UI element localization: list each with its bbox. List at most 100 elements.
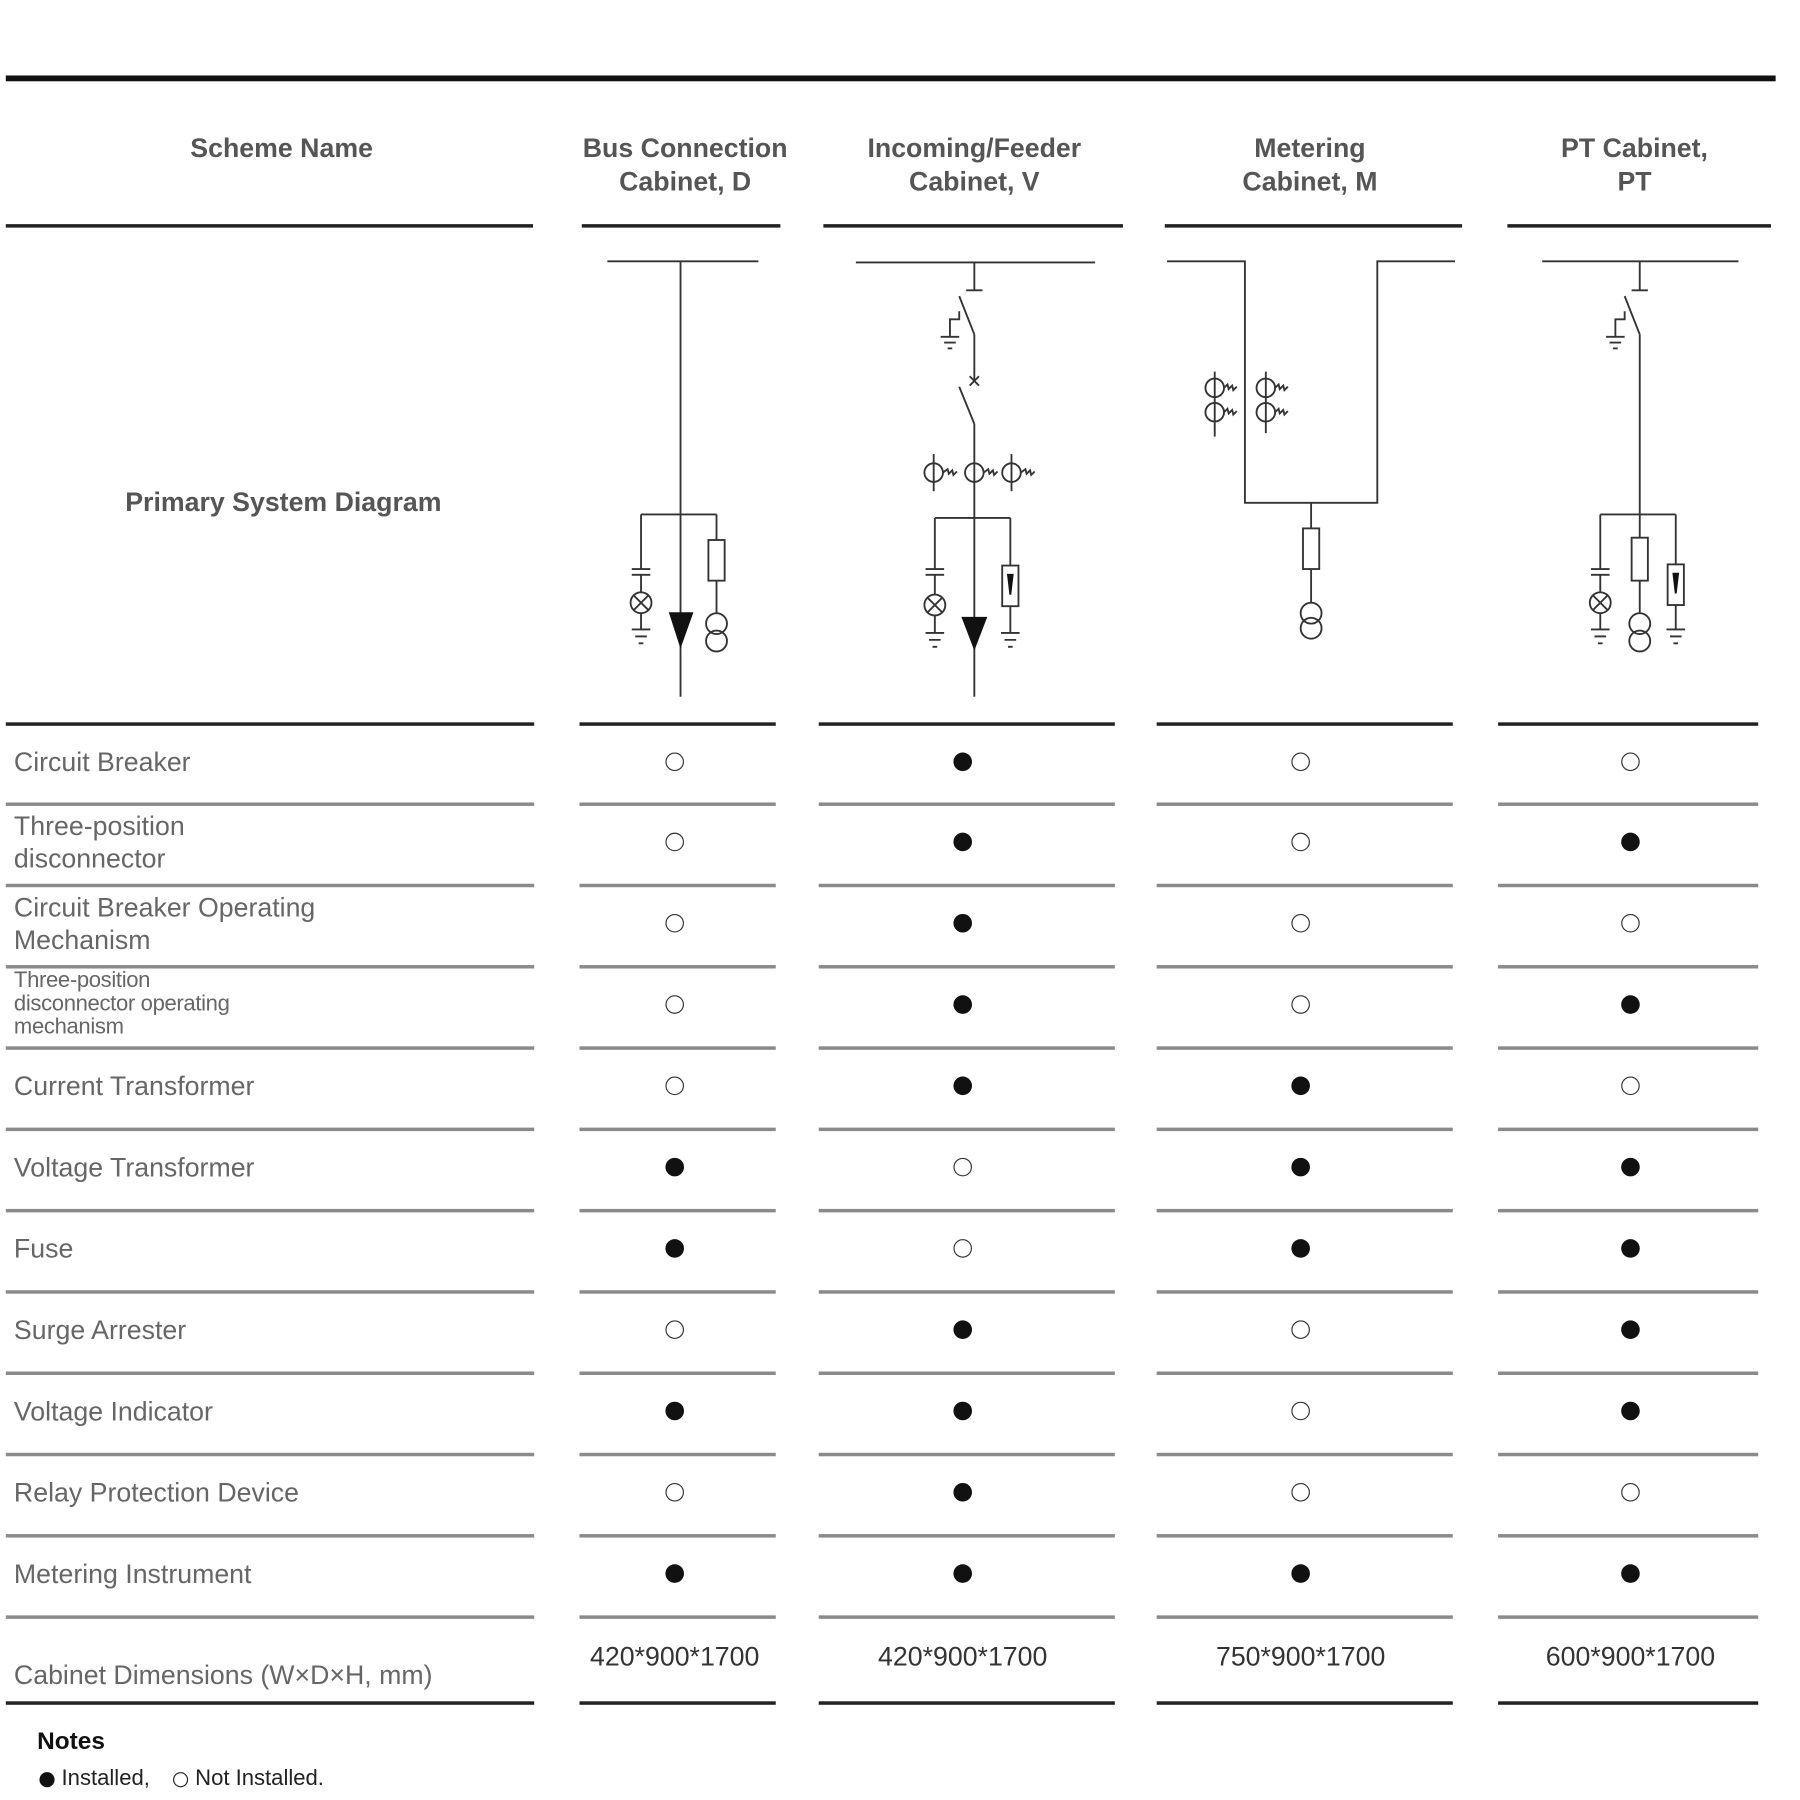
row-rule xyxy=(1498,802,1759,806)
row-rule xyxy=(1498,1701,1759,1705)
not-installed-circle-icon xyxy=(953,1239,973,1258)
row-rule xyxy=(1156,883,1453,888)
diagram-bus-connection xyxy=(607,260,759,697)
row-rule xyxy=(579,965,776,969)
row-rule xyxy=(1498,1046,1759,1050)
installed-dot-icon xyxy=(1621,1239,1640,1258)
row-rule xyxy=(818,1452,1115,1457)
row-rule xyxy=(5,1127,535,1132)
installed-dot-icon xyxy=(1291,1076,1310,1096)
row-rule xyxy=(818,1615,1115,1619)
header-line: Incoming/Feeder xyxy=(867,132,1082,163)
not-installed-circle-icon xyxy=(1621,1482,1640,1502)
row-rule xyxy=(818,965,1115,969)
row-rule xyxy=(1498,965,1759,969)
installed-dot-icon xyxy=(1621,995,1640,1014)
header-line: Cabinet, M xyxy=(1242,166,1378,197)
row-rule xyxy=(5,1615,535,1619)
header-line: PT xyxy=(1617,166,1652,197)
diagram-label: Primary System Diagram xyxy=(125,486,442,517)
row-rule xyxy=(5,722,535,726)
row-rule xyxy=(1156,1290,1453,1294)
installed-dot-icon xyxy=(1291,1564,1310,1583)
notes-title: Notes xyxy=(37,1728,105,1755)
installed-dot-icon xyxy=(1291,1157,1310,1177)
installed-dot-icon xyxy=(953,832,973,852)
row-label: Three-position disconnector xyxy=(13,810,185,874)
header-pt-cabinet: PT Cabinet,PT xyxy=(1498,131,1771,198)
row-rule xyxy=(818,1127,1115,1132)
installed-dot-icon xyxy=(1621,1157,1640,1177)
row-rule xyxy=(579,1127,776,1132)
row-rule xyxy=(5,1452,535,1457)
diagram-metering xyxy=(1167,260,1456,640)
row-rule xyxy=(1156,1615,1453,1619)
row-rule xyxy=(1156,1452,1453,1457)
dimension-value: 420*900*1700 xyxy=(590,1640,760,1672)
row-rule xyxy=(579,1290,776,1294)
row-rule xyxy=(1498,1371,1759,1375)
not-installed-circle-icon xyxy=(1291,913,1310,933)
dimension-value: 750*900*1700 xyxy=(1215,1640,1386,1672)
not-installed-circle-icon xyxy=(1291,832,1310,852)
not-installed-circle-icon xyxy=(1621,913,1640,933)
row-rule xyxy=(579,722,776,726)
not-installed-circle-icon xyxy=(665,1482,685,1502)
row-rule xyxy=(5,965,535,969)
legend-not-installed: Not Installed. xyxy=(195,1766,324,1791)
installed-dot-icon xyxy=(665,1239,685,1258)
installed-dot-icon xyxy=(953,995,973,1014)
installed-dot-icon xyxy=(953,1482,973,1502)
top-rule xyxy=(5,75,1776,82)
row-label: Circuit Breaker Operating Mechanism xyxy=(13,891,316,955)
row-rule xyxy=(818,1208,1115,1213)
installed-dot-icon xyxy=(953,751,973,771)
not-installed-circle-icon xyxy=(665,751,685,771)
installed-dot-icon xyxy=(953,1564,973,1583)
row-rule xyxy=(1156,965,1453,969)
row-rule xyxy=(5,802,535,806)
primary-system-diagrams xyxy=(607,260,1739,697)
row-rule xyxy=(1498,1615,1759,1619)
not-installed-circle-icon xyxy=(665,1320,685,1339)
not-installed-circle-icon xyxy=(1291,751,1310,771)
installed-dot-icon xyxy=(665,1157,685,1177)
header-rule xyxy=(5,224,534,228)
installed-dot-icon xyxy=(953,1076,973,1096)
installed-dot-icon xyxy=(953,1320,973,1339)
row-rule xyxy=(1498,883,1759,888)
row-label: Three-position disconnector operating me… xyxy=(13,968,230,1040)
row-rule xyxy=(818,883,1115,888)
not-installed-circle-icon xyxy=(1621,751,1640,771)
header-line: Metering xyxy=(1254,132,1366,163)
row-rule xyxy=(5,1534,535,1538)
row-label: Circuit Breaker xyxy=(13,746,191,777)
row-rule xyxy=(818,1701,1115,1705)
row-rule xyxy=(818,722,1115,726)
not-installed-circle-icon xyxy=(665,832,685,852)
dimension-value: 420*900*1700 xyxy=(878,1640,1048,1672)
row-rule xyxy=(1498,1208,1759,1213)
row-rule xyxy=(579,1371,776,1375)
row-rule xyxy=(5,883,535,888)
row-label: Relay Protection Device xyxy=(13,1477,299,1508)
row-rule xyxy=(579,1615,776,1619)
installed-dot-icon xyxy=(953,913,973,933)
installed-dot-icon xyxy=(1621,1564,1640,1583)
row-rule xyxy=(818,802,1115,806)
header-rule xyxy=(823,224,1123,228)
row-rule xyxy=(1156,1046,1453,1050)
row-label: Fuse xyxy=(13,1233,74,1264)
header-line: PT Cabinet, xyxy=(1561,132,1708,163)
row-rule xyxy=(579,1452,776,1457)
diagram-incoming-feeder xyxy=(855,261,1096,697)
legend-installed: Installed, xyxy=(61,1766,150,1791)
installed-dot-icon xyxy=(1621,832,1640,852)
dimensions-label: Cabinet Dimensions (W×D×H, mm) xyxy=(13,1659,433,1690)
installed-dot-icon xyxy=(665,1564,685,1583)
row-rule xyxy=(579,1701,776,1705)
